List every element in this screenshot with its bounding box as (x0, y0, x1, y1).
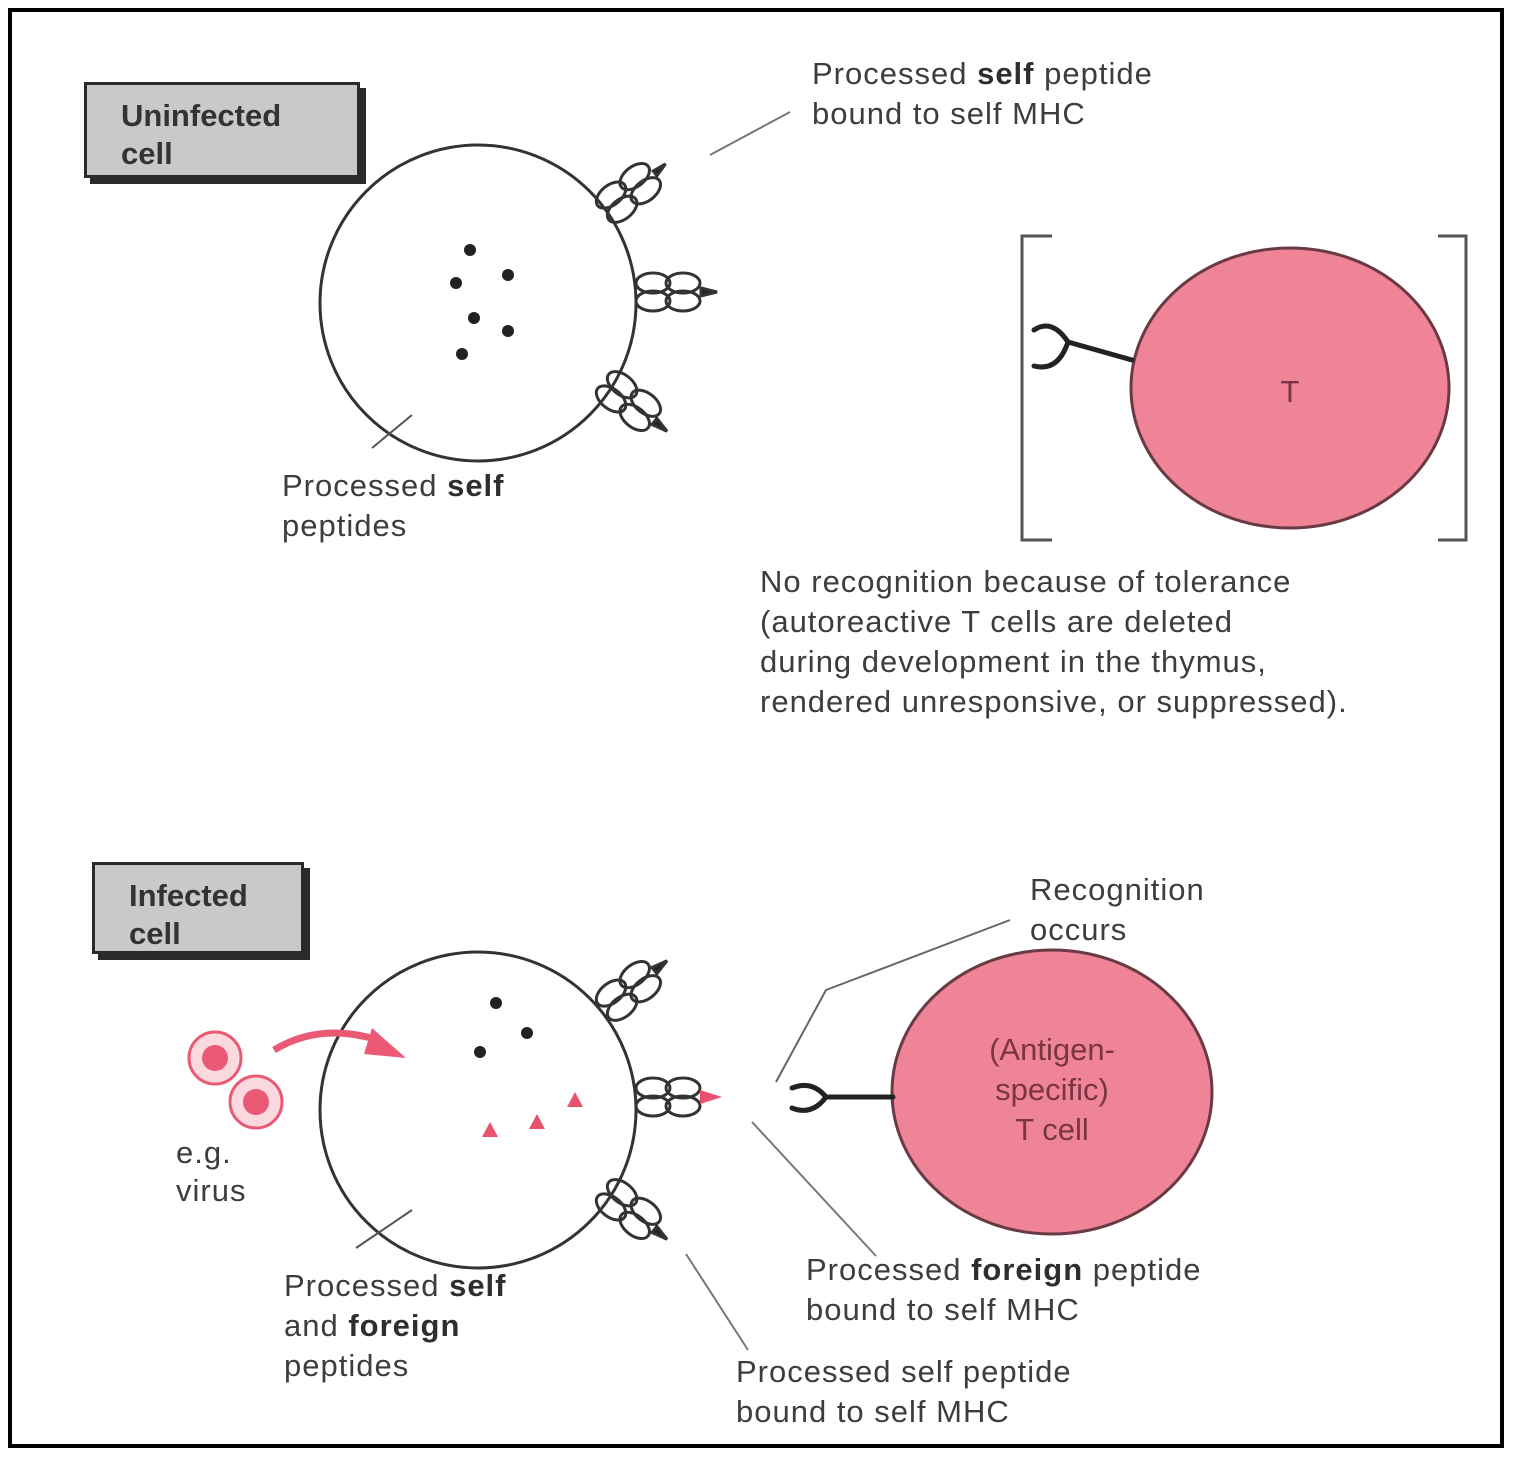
infected-cell-box: Infected cell (92, 862, 304, 954)
sf-peptides-line2-pre: and (284, 1308, 349, 1343)
foreign-peptide-triangles (482, 1092, 583, 1137)
foreign-mhc-label-line2: bound to self MHC (806, 1292, 1080, 1327)
virus-label-line1: e.g. (176, 1135, 232, 1170)
self-mhc-label-top-bold: self (977, 56, 1035, 91)
infected-box-line1: Infected (129, 878, 248, 913)
self-peptide-dots-uninfected (450, 244, 514, 360)
self-mhc-label-bottom: Processed self peptide bound to self MHC (736, 1352, 1072, 1432)
tolerance-line2: (autoreactive T cells are deleted (760, 604, 1233, 639)
virus-particles (187, 1030, 284, 1130)
sf-peptides-pre: Processed (284, 1268, 450, 1303)
self-mhc-label-bottom-line1: Processed self peptide (736, 1354, 1072, 1389)
tolerance-line3: during development in the thymus, (760, 644, 1267, 679)
leader-line-recognition (775, 919, 1011, 1083)
self-peptides-label: Processed self peptides (282, 466, 505, 546)
tcr-receptor-top (1031, 323, 1135, 370)
foreign-mhc-label-pre: Processed (806, 1252, 972, 1287)
self-mhc-label-top-post: peptide (1034, 56, 1153, 91)
sf-peptides-bold1: self (449, 1268, 507, 1303)
uninfected-box-line2: cell (121, 136, 173, 171)
virus-label: e.g. virus (176, 1134, 246, 1210)
leader-line-self-foreign-peptides (355, 1209, 413, 1249)
self-mhc-label-bottom-line2: bound to self MHC (736, 1394, 1010, 1429)
virus-label-line2: virus (176, 1173, 247, 1208)
foreign-mhc-label-bold: foreign (971, 1252, 1084, 1287)
mhc-molecules-infected (594, 959, 702, 1241)
leader-line-self-mhc-bottom (685, 1253, 749, 1351)
tolerance-line1: No recognition because of tolerance (760, 564, 1292, 599)
foreign-peptide-on-mhc (700, 1090, 722, 1104)
self-mhc-label-top-pre: Processed (812, 56, 978, 91)
t-cell-bottom-line1: (Antigen- (989, 1032, 1115, 1067)
recognition-line2: occurs (1030, 912, 1128, 947)
mhc-molecules-uninfected (594, 161, 718, 433)
bracket-right (1438, 234, 1468, 542)
infected-cell (318, 950, 638, 1270)
tcr-receptor-bottom (789, 1083, 896, 1113)
t-cell-tolerant (1129, 246, 1451, 530)
t-cell-label-top: T (1280, 374, 1300, 409)
figure-frame (8, 8, 1504, 1448)
foreign-mhc-label-post: peptide (1083, 1252, 1202, 1287)
foreign-mhc-label: Processed foreign peptide bound to self … (806, 1250, 1201, 1330)
recognition-line1: Recognition (1030, 872, 1205, 907)
self-foreign-peptides-label: Processed self and foreign peptides (284, 1266, 507, 1386)
tolerance-caption: No recognition because of tolerance (aut… (760, 562, 1348, 722)
leader-line-foreign-mhc (751, 1121, 877, 1257)
recognition-label: Recognition occurs (1030, 870, 1205, 950)
tolerance-line4: rendered unresponsive, or suppressed). (760, 684, 1348, 719)
bracket-left (1020, 234, 1052, 542)
uninfected-cell (318, 143, 638, 463)
self-mhc-label-top-line2: bound to self MHC (812, 96, 1086, 131)
infection-arrow (272, 1028, 406, 1058)
t-cell-label-bottom: (Antigen- specific) T cell (952, 1030, 1152, 1150)
self-peptide-dots-infected (474, 997, 533, 1058)
infected-box-line2: cell (129, 916, 181, 951)
leader-line-self-mhc-top (709, 111, 791, 156)
self-peptides-label-line2: peptides (282, 508, 408, 543)
uninfected-cell-box: Uninfected cell (84, 82, 360, 178)
self-peptides-label-bold: self (447, 468, 505, 503)
sf-peptides-bold2: foreign (348, 1308, 461, 1343)
leader-line-self-peptides (371, 414, 413, 449)
self-peptides-label-pre: Processed (282, 468, 448, 503)
self-mhc-label-top: Processed self peptide bound to self MHC (812, 54, 1153, 134)
t-cell-antigen-specific (890, 948, 1214, 1236)
uninfected-box-line1: Uninfected (121, 98, 282, 133)
sf-peptides-line3: peptides (284, 1348, 410, 1383)
t-cell-bottom-line2: specific) (995, 1072, 1109, 1107)
t-cell-bottom-line3: T cell (1015, 1112, 1089, 1147)
